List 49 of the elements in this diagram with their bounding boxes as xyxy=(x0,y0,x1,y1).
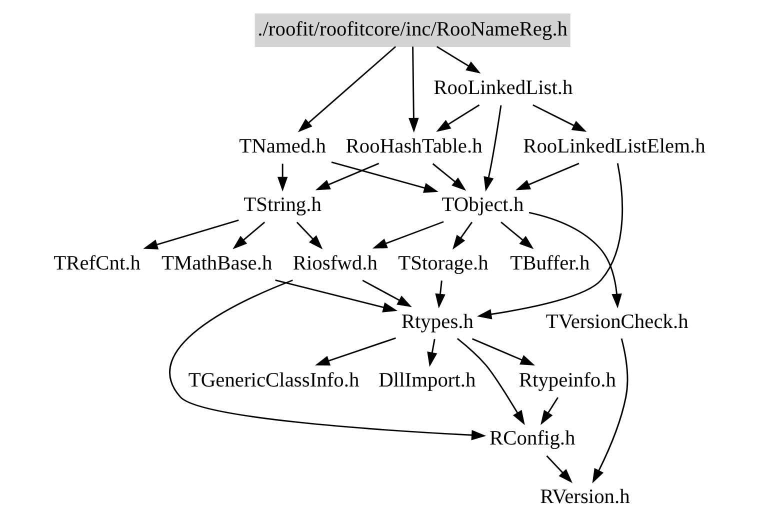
node-text: TNamed.h xyxy=(238,136,326,158)
node-text: TGenericClassInfo.h xyxy=(188,369,359,392)
node-text: RooHashTable.h xyxy=(345,136,482,158)
arrow xyxy=(483,105,502,192)
node-text: RConfig.h xyxy=(489,428,575,450)
arrow xyxy=(540,397,558,425)
arrow xyxy=(314,337,396,366)
node-text: TVersionCheck.h xyxy=(545,310,688,333)
node-text: Riosfwd.h xyxy=(292,252,377,274)
arrow xyxy=(456,338,524,426)
arrow xyxy=(432,163,466,191)
node-text: TObject.h xyxy=(441,194,524,216)
arrow xyxy=(426,338,437,367)
arrow xyxy=(434,280,445,308)
arrow xyxy=(436,46,480,74)
node-text: TMathBase.h xyxy=(161,252,272,274)
arrow xyxy=(372,221,444,249)
arrow xyxy=(297,46,396,132)
arrow xyxy=(362,280,412,308)
arrow xyxy=(532,104,586,132)
arrow xyxy=(500,222,534,250)
node-text: TBuffer.h xyxy=(510,252,590,274)
arrow xyxy=(408,46,418,133)
arrow xyxy=(546,455,572,484)
node-text: DllImport.h xyxy=(378,369,476,392)
arrow xyxy=(476,163,623,320)
node-text: TRefCnt.h xyxy=(53,252,140,274)
arrow xyxy=(515,162,579,190)
node-text: RooLinkedListElem.h xyxy=(522,136,705,158)
arrow xyxy=(592,338,628,484)
arrow xyxy=(296,222,322,250)
arrow xyxy=(274,279,398,312)
arrow xyxy=(168,280,486,440)
node-text: RVersion.h xyxy=(540,486,630,508)
node-text: Rtypes.h xyxy=(400,310,473,333)
node-box: ./roofit/roofitcore/inc/RooNameReg.h xyxy=(254,13,570,48)
node-text: TString.h xyxy=(243,194,321,216)
node-text: Rtypeinfo.h xyxy=(518,369,616,392)
arrow xyxy=(276,164,288,192)
arrow xyxy=(330,161,438,193)
arrow xyxy=(471,338,534,366)
arrow xyxy=(528,212,622,308)
arrow xyxy=(142,220,238,250)
arrow xyxy=(314,162,379,190)
node-text: RooLinkedList.h xyxy=(433,77,572,100)
arrow xyxy=(232,222,265,250)
arrow xyxy=(452,222,472,250)
arrow xyxy=(436,104,480,132)
node-text: TStorage.h xyxy=(398,252,488,274)
